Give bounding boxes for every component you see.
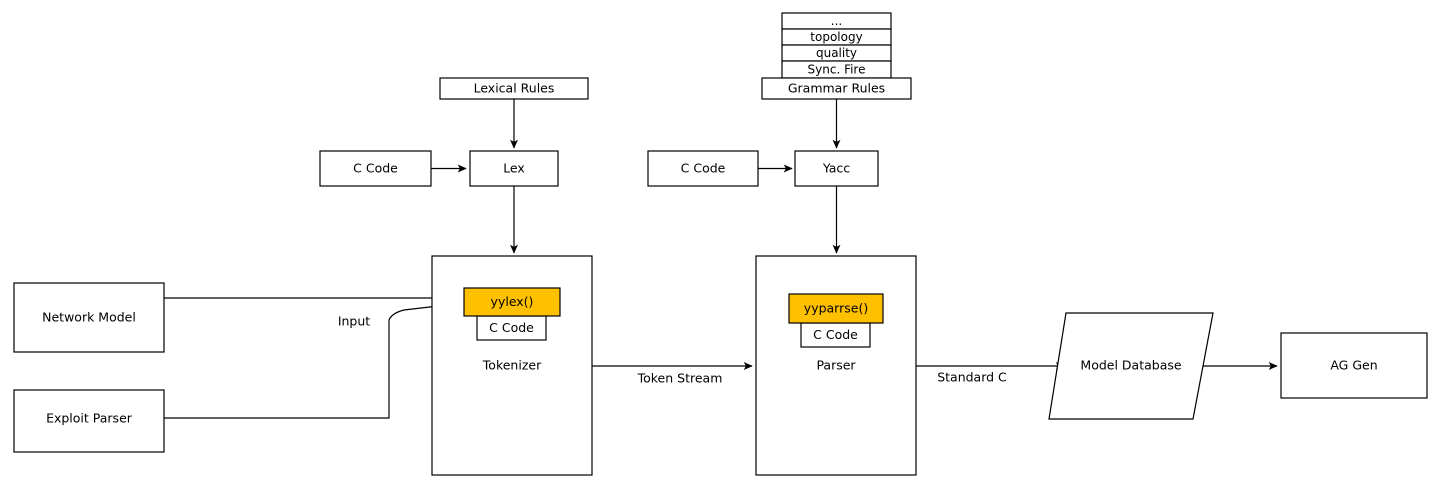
c-code-lex-box — [319, 150, 432, 187]
exploit-parser-node: Exploit Parser — [13, 389, 165, 453]
yacc-node: Yacc — [794, 150, 879, 187]
c-code-yacc-node: C Code — [647, 150, 759, 187]
tokenizer-node: C Code yylex() Tokenizer — [431, 255, 593, 476]
edge-exploit-parser-to-yylex — [164, 300, 465, 419]
grammar-stack-label-3: Sync. Fire — [808, 63, 866, 77]
lex-box — [469, 150, 559, 187]
grammar-stack-label-0: ... — [831, 14, 842, 28]
yyparrse-c-code-label: C Code — [813, 327, 858, 342]
tokenizer-label: Tokenizer — [482, 358, 542, 373]
yacc-box — [794, 150, 879, 187]
grammar-rules-label: Grammar Rules — [788, 81, 885, 96]
grammar-rules-node: Grammar Rules — [761, 77, 912, 100]
ag-gen-box — [1280, 332, 1428, 399]
lexical-rules-node: Lexical Rules — [439, 77, 589, 100]
ag-gen-label: AG Gen — [1330, 358, 1377, 373]
exploit-parser-box — [13, 389, 165, 453]
grammar-rules-stack: ... topology quality Sync. Fire — [781, 12, 892, 79]
yylex-box — [463, 287, 561, 317]
c-code-yacc-label: C Code — [681, 161, 726, 176]
model-database-shape — [1048, 312, 1214, 420]
c-code-yacc-box — [647, 150, 759, 187]
lex-node: Lex — [469, 150, 559, 187]
parser-label: Parser — [816, 358, 856, 373]
network-model-label: Network Model — [42, 310, 136, 325]
yylex-c-code-box — [476, 315, 547, 341]
yacc-label: Yacc — [822, 161, 850, 176]
yyparrse-label: yyparrse() — [804, 301, 868, 316]
lexical-rules-label: Lexical Rules — [474, 81, 555, 96]
c-code-lex-label: C Code — [353, 161, 398, 176]
edge-label-standard-c: Standard C — [937, 370, 1007, 385]
parser-node: C Code yyparrse() Parser — [755, 255, 917, 476]
ag-gen-node: AG Gen — [1280, 332, 1428, 399]
edge-label-token-stream: Token Stream — [637, 371, 723, 386]
grammar-stack-label-2: quality — [816, 46, 857, 60]
yyparrse-box — [788, 293, 884, 324]
lex-label: Lex — [503, 161, 525, 176]
yyparrse-c-code-box — [800, 322, 871, 348]
c-code-lex-node: C Code — [319, 150, 432, 187]
network-model-box — [13, 282, 165, 353]
parser-box — [755, 255, 917, 476]
yylex-label: yylex() — [491, 294, 534, 309]
network-model-node: Network Model — [13, 282, 165, 353]
grammar-stack-label-1: topology — [810, 30, 862, 44]
edge-label-input: Input — [338, 314, 370, 329]
yylex-c-code-label: C Code — [489, 320, 534, 335]
exploit-parser-label: Exploit Parser — [46, 411, 133, 426]
model-database-node: Model Database — [1048, 312, 1214, 420]
model-database-label: Model Database — [1080, 358, 1181, 373]
